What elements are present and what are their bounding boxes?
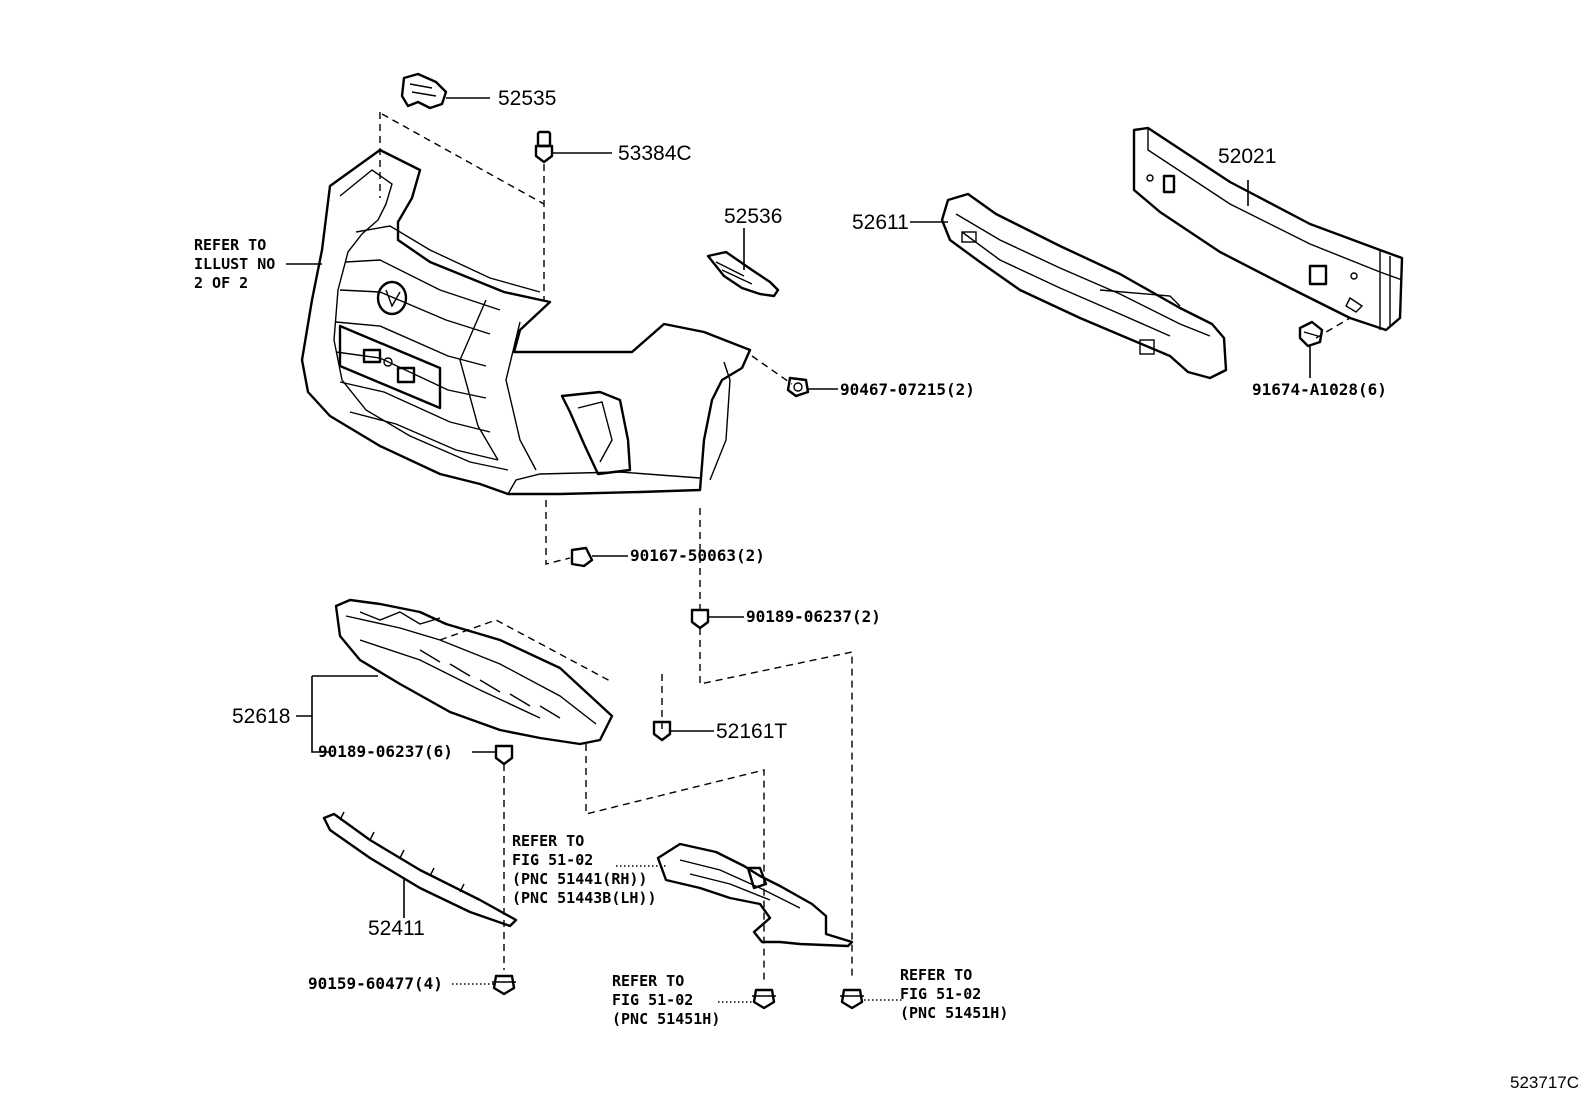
- label-52536: 52536: [724, 205, 783, 228]
- refer-fig-cover-note: REFER TO FIG 51-02 (PNC 51441(RH)) (PNC …: [512, 832, 657, 907]
- label-90189-upper: 90189-06237(2): [746, 607, 881, 626]
- refer-fig-bolt-left-note: REFER TO FIG 51-02 (PNC 51451H): [612, 972, 721, 1028]
- label-90167: 90167-50063(2): [630, 546, 765, 565]
- side-under-cover: [616, 842, 854, 948]
- label-91674: 91674-A1028(6): [1252, 380, 1387, 399]
- label-52535: 52535: [498, 87, 557, 110]
- refer-fig-bolt-right-note: REFER TO FIG 51-02 (PNC 51451H): [900, 966, 1009, 1022]
- reinforcement-52021: [1132, 126, 1404, 332]
- clip-90467: [751, 355, 838, 398]
- under-cover-52618: [296, 598, 663, 753]
- bolt-refer-left: [718, 988, 776, 1010]
- bolt-91674: [1298, 317, 1351, 378]
- label-52618: 52618: [232, 705, 291, 728]
- bracket-52536: [706, 228, 780, 298]
- label-52161t: 52161T: [716, 720, 788, 743]
- refer-illust-note: REFER TO ILLUST NO 2 OF 2: [194, 236, 276, 292]
- bolt-refer-right: [840, 988, 902, 1010]
- clip-90189-lower: [472, 744, 514, 970]
- clip-52161t: [652, 720, 714, 742]
- clip-53384c: [534, 130, 612, 300]
- label-52021: 52021: [1218, 145, 1277, 168]
- label-90467: 90467-07215(2): [840, 380, 975, 399]
- figure-id: 523717C: [1510, 1073, 1580, 1092]
- label-52611: 52611: [852, 211, 909, 234]
- spoiler-52411: [322, 811, 518, 928]
- label-90189-lower: 90189-06237(6): [318, 742, 453, 761]
- bolt-90159: [452, 974, 516, 996]
- bracket-52535: [400, 72, 490, 110]
- reinforcement-52611: [910, 192, 1228, 380]
- bumper-cover: [286, 148, 752, 496]
- label-52411: 52411: [368, 917, 425, 940]
- label-90159: 90159-60477(4): [308, 974, 443, 993]
- label-53384c: 53384C: [618, 142, 692, 165]
- screw-90167: [545, 500, 628, 568]
- clip-90189-upper: [690, 508, 853, 980]
